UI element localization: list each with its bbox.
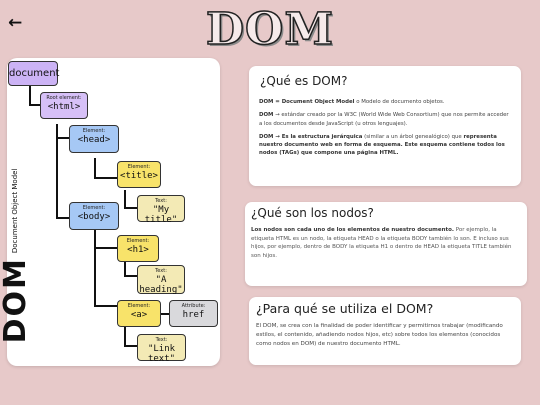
arrow-left-icon[interactable]: ← bbox=[8, 13, 23, 33]
card-what-p2: DOM → estándar creado por la W3C (World … bbox=[259, 112, 509, 127]
node-title-tag: <title> bbox=[120, 171, 158, 181]
node-html: Root element: <html> bbox=[40, 92, 88, 119]
card-what-p1: DOM = Document Object Model o Modelo de … bbox=[259, 99, 445, 105]
dom-tree-diagram: DOM Document Object Model document Root … bbox=[0, 58, 220, 366]
node-body: Element: <body> bbox=[69, 202, 119, 230]
node-head-cap: Element: bbox=[82, 128, 106, 134]
card-what-is-dom: ¿Qué es DOM? DOM = Document Object Model… bbox=[249, 66, 521, 186]
card-nodes: ¿Qué son los nodos? Los nodos son cada u… bbox=[245, 202, 527, 286]
node-title-text-tag: "My title" bbox=[144, 205, 178, 225]
card-nodes-p1: Los nodos son cada uno de los elementos … bbox=[251, 227, 512, 259]
node-href-tag: href bbox=[182, 310, 205, 320]
node-document: document bbox=[8, 61, 60, 86]
node-title: Element: <title> bbox=[117, 161, 161, 188]
side-subtitle: Document Object Model bbox=[11, 168, 19, 254]
card-purpose-title: ¿Para qué se utiliza el DOM? bbox=[256, 301, 434, 316]
node-a-tag: <a> bbox=[130, 310, 148, 320]
node-h1-text-tag: "A heading" bbox=[139, 275, 183, 295]
node-html-tag: <html> bbox=[47, 102, 81, 112]
node-title-text-cap: Text: bbox=[155, 198, 167, 204]
node-h1-text: Text: "A heading" bbox=[137, 265, 185, 295]
node-h1-cap: Element: bbox=[126, 238, 150, 244]
card-nodes-title: ¿Qué son los nodos? bbox=[251, 206, 374, 220]
card-what-p3: DOM → Es la estructura jerárquica (simil… bbox=[259, 133, 505, 157]
node-h1-tag: <h1> bbox=[127, 245, 149, 255]
node-h1-text-cap: Text: bbox=[155, 268, 167, 274]
node-h1: Element: <h1> bbox=[117, 235, 159, 262]
dom-side-label: DOM Document Object Model bbox=[0, 136, 35, 376]
node-title-text: Text: "My title" bbox=[137, 195, 185, 225]
node-a-text-cap: Text: bbox=[155, 337, 168, 343]
node-a-text-tag: "Link text" bbox=[147, 344, 176, 364]
card-purpose: ¿Para qué se utiliza el DOM? El DOM, se … bbox=[249, 297, 521, 365]
node-html-cap: Root element: bbox=[46, 95, 82, 101]
node-title-cap: Element: bbox=[127, 164, 151, 170]
node-body-tag: <body> bbox=[77, 212, 111, 222]
node-a-text: Text: "Link text" bbox=[137, 334, 186, 364]
page-title: DOM bbox=[205, 3, 335, 56]
card-what-title: ¿Qué es DOM? bbox=[260, 74, 348, 88]
node-a-cap: Element: bbox=[127, 303, 151, 309]
card-purpose-p1: El DOM, se crea con la finalidad de pode… bbox=[256, 323, 503, 347]
node-head: Element: <head> bbox=[69, 125, 119, 153]
node-href: Attribute: href bbox=[169, 300, 218, 327]
node-document-tag: document bbox=[9, 68, 60, 79]
node-a: Element: <a> bbox=[117, 300, 161, 327]
node-body-cap: Element: bbox=[82, 205, 106, 211]
node-head-tag: <head> bbox=[77, 135, 111, 145]
node-href-cap: Attribute: bbox=[181, 303, 206, 309]
side-title: DOM bbox=[0, 257, 33, 344]
